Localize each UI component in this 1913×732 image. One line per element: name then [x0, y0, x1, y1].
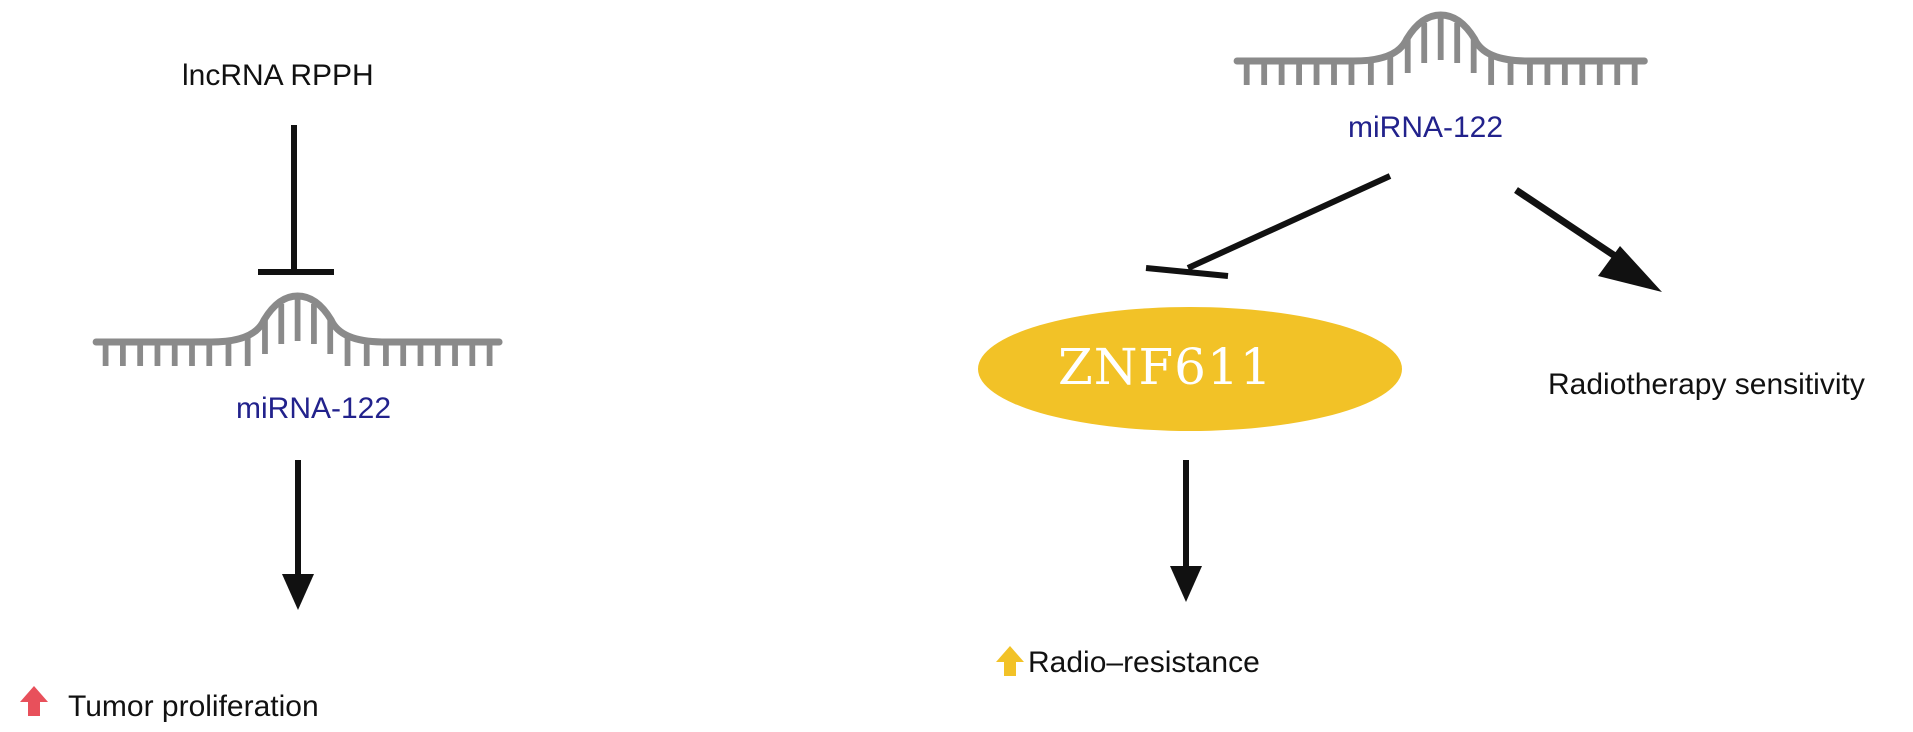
- lncrna-rpph-label: lncRNA RPPH: [182, 59, 374, 92]
- left-mirna-label: miRNA-122: [236, 392, 392, 425]
- right-inhibition-connector: [1145, 173, 1392, 279]
- left-down-arrow: [282, 460, 314, 610]
- znf611-label: ZNF611: [1058, 338, 1273, 396]
- radio-resistance-label: Radio–resistance: [1028, 646, 1260, 679]
- tumor-proliferation-label: Tumor proliferation: [68, 690, 319, 723]
- left-mirna-hairpin-icon: [96, 296, 499, 366]
- yellow-up-arrow-icon: [996, 646, 1024, 676]
- right-mirna-label: miRNA-122: [1348, 111, 1504, 144]
- znf611-node: [978, 307, 1402, 431]
- red-up-arrow-icon: [20, 686, 48, 716]
- right-activation-arrow: [1514, 187, 1662, 292]
- right-mirna-hairpin-icon: [1237, 15, 1644, 85]
- left-inhibition-connector: [258, 125, 334, 275]
- radiotherapy-sensitivity-label: Radiotherapy sensitivity: [1548, 368, 1865, 401]
- right-down-arrow: [1170, 460, 1202, 602]
